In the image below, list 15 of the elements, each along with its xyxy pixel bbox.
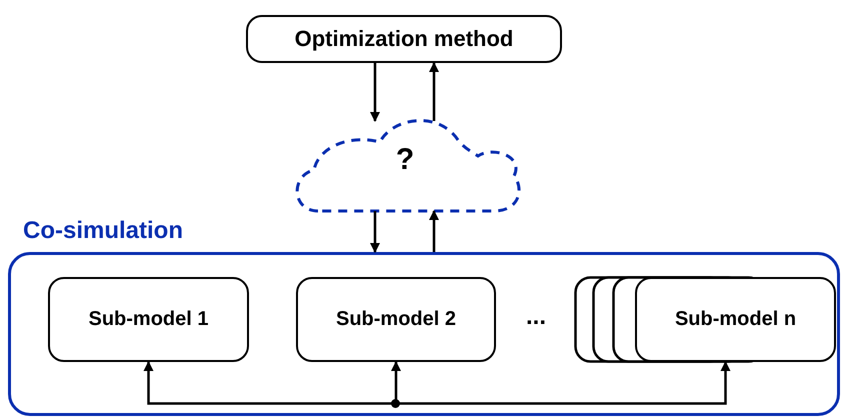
arrow (429, 62, 439, 121)
arrow (370, 63, 380, 122)
process-box (296, 277, 496, 362)
ellipsis-text: ... (526, 303, 546, 331)
node-label: ? (396, 143, 414, 177)
process-box (246, 15, 562, 63)
process-box (635, 277, 836, 362)
arrow (370, 211, 380, 253)
node-label: Optimization method (294, 26, 514, 52)
process-box (48, 277, 249, 362)
node-label: Sub-model 2 (336, 308, 456, 331)
group-heading: Co-simulation (23, 217, 183, 245)
node-label: Sub-model n (674, 308, 796, 331)
node-label: Sub-model 1 (88, 308, 208, 331)
arrow (429, 210, 439, 252)
